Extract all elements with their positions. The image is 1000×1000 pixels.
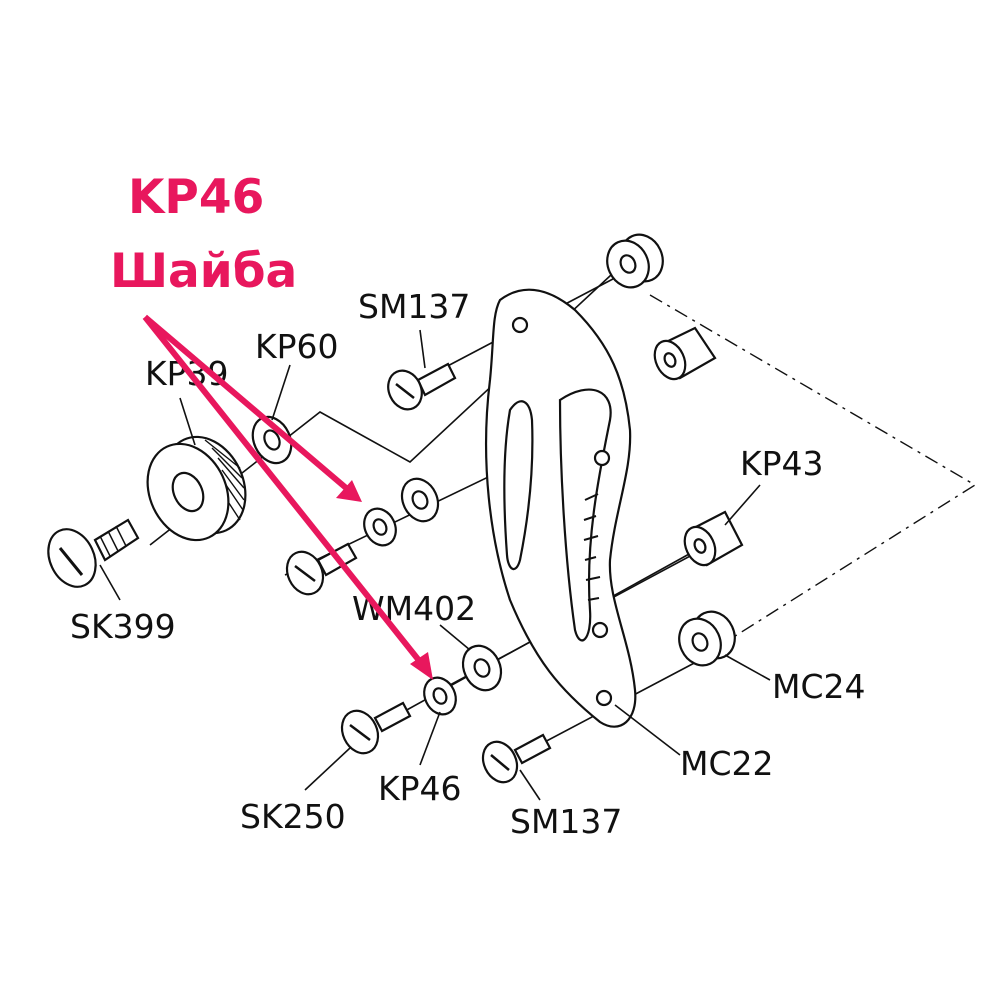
nut-kp43 bbox=[683, 510, 744, 567]
label-mc24: MC24 bbox=[772, 667, 866, 706]
nut-upper-right bbox=[653, 326, 717, 381]
label-kp46-bottom: KP46 bbox=[378, 769, 462, 808]
part-labels: SM137 KP39 KP60 KP43 SK399 WM402 MC24 MC… bbox=[70, 287, 866, 841]
dashed-bracket bbox=[649, 294, 977, 656]
highlight-part-name: Шайба bbox=[110, 244, 297, 299]
plate-slot-left bbox=[503, 400, 534, 571]
highlight-arrowhead-lower bbox=[410, 652, 433, 680]
spacer-top-right bbox=[606, 233, 664, 289]
spacer-mc24 bbox=[678, 610, 736, 667]
screw-middle bbox=[285, 542, 358, 596]
label-sm137-top: SM137 bbox=[358, 287, 470, 326]
highlight-part-code: KP46 bbox=[128, 170, 264, 225]
screw-sk250 bbox=[340, 701, 412, 755]
label-kp43: KP43 bbox=[740, 444, 824, 483]
highlight-arrowhead-upper bbox=[336, 480, 362, 502]
label-kp60: KP60 bbox=[255, 327, 339, 366]
label-sk250: SK250 bbox=[240, 797, 346, 836]
screw-sm137-top bbox=[387, 362, 457, 411]
highlight-arrows bbox=[142, 314, 433, 680]
knurled-knob-kp39 bbox=[146, 435, 247, 542]
label-wm402: WM402 bbox=[352, 589, 476, 628]
screw-sk399 bbox=[47, 518, 140, 588]
washer-upper-plain bbox=[400, 477, 440, 523]
label-sk399: SK399 bbox=[70, 607, 176, 646]
washer-kp46-upper bbox=[363, 507, 397, 547]
plate-mc22 bbox=[484, 288, 637, 728]
washer-wm402 bbox=[461, 644, 503, 692]
highlight-arrow-lower bbox=[142, 315, 428, 670]
highlight-annotation: KP46 Шайба bbox=[110, 170, 433, 680]
leader-lines bbox=[99, 329, 771, 801]
highlight-arrow-upper bbox=[143, 314, 354, 496]
label-mc22: MC22 bbox=[680, 744, 774, 783]
screw-sm137-bottom bbox=[481, 733, 552, 784]
label-sm137-bottom: SM137 bbox=[510, 802, 622, 841]
